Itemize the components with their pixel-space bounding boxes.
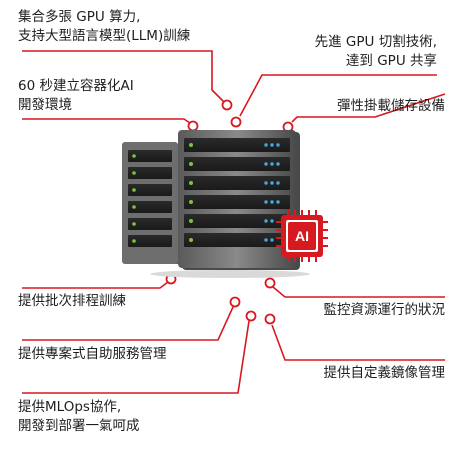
feature-storage-line-1: 彈性掛載儲存設備 [337,98,445,114]
feature-containers-line-2: 開發環境 [18,97,72,113]
ai-chip-icon: AI [276,210,328,262]
connector-gpu-sharing [239,74,437,117]
connector-end-self-service [229,296,241,308]
feature-gpu-sharing-line-2: 達到 GPU 共享 [345,53,437,69]
server-back [122,142,184,264]
connector-batch [22,281,169,289]
feature-gpu-sharing-line-1: 先進 GPU 切割技術, [314,34,437,50]
connector-containers [22,118,191,124]
feature-containers-line-1: 60 秒建立容器化AI [18,78,134,94]
feature-mlops-line-1: 提供MLOps協作, [18,399,122,415]
connector-end-gpu-sharing [230,116,242,128]
connector-image [271,324,445,361]
feature-storage: 彈性掛載儲存設備 [337,97,445,116]
feature-self-service-line-1: 提供專案式自助服務管理 [18,346,167,362]
feature-image-management: 提供自定義鏡像管理 [324,364,446,383]
feature-gpu-sharing: 先進 GPU 切割技術, 達到 GPU 共享 [315,33,437,71]
feature-mlops: 提供MLOps協作, 開發到部署一氣呵成 [18,398,140,436]
server-front [150,130,310,278]
feature-monitoring-line-1: 監控資源運行的狀況 [323,302,446,318]
feature-gpu-compute: 集合多張 GPU 算力, 支持大型語言模型(LLM)訓練 [18,8,190,46]
feature-batch-training-line-1: 提供批次排程訓練 [18,293,126,309]
feature-self-service: 提供專案式自助服務管理 [18,345,167,364]
connector-end-gpu-compute [221,99,233,111]
connector-end-monitoring [264,277,276,289]
feature-image-management-line-1: 提供自定義鏡像管理 [323,365,446,381]
feature-containers: 60 秒建立容器化AI 開發環境 [18,77,134,115]
feature-batch-training: 提供批次排程訓練 [18,292,126,311]
connector-storage [291,93,446,123]
server-rack-illustration: AI [122,130,328,278]
connector-mlops [22,320,250,394]
connector-end-mlops [245,310,257,322]
ai-badge-text: AI [295,228,309,244]
connector-self-service [22,306,234,341]
connector-end-image [264,313,276,325]
feature-mlops-line-2: 開發到部署一氣呵成 [18,418,140,434]
connector-monitoring [272,286,445,298]
feature-gpu-compute-line-2: 支持大型語言模型(LLM)訓練 [18,28,191,44]
connector-gpu-compute [22,50,225,103]
feature-gpu-compute-line-1: 集合多張 GPU 算力, [18,9,141,25]
feature-monitoring: 監控資源運行的狀況 [324,301,446,320]
